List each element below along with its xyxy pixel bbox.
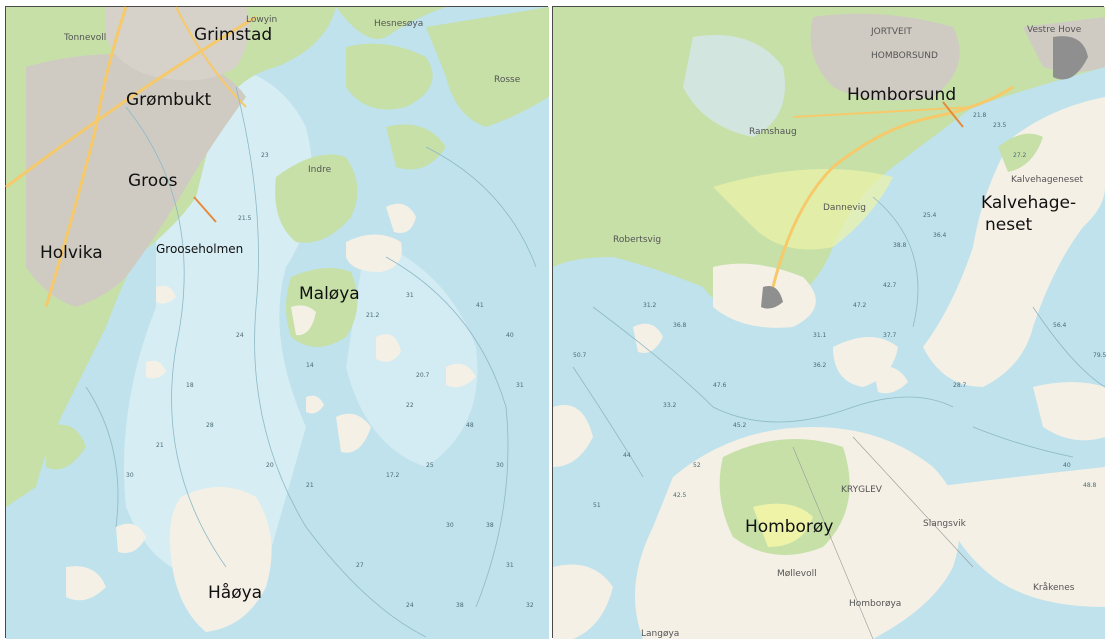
depth-sounding: 14 bbox=[306, 362, 314, 369]
label-haoya: Håøya bbox=[208, 583, 263, 603]
depth-sounding: 23 bbox=[261, 152, 269, 159]
depth-sounding: 36.4 bbox=[933, 232, 947, 239]
depth-sounding: 79.5 bbox=[1093, 352, 1107, 359]
depth-sounding: 31 bbox=[506, 562, 514, 569]
depth-sounding: 48 bbox=[466, 422, 474, 429]
label-maloya: Maløya bbox=[299, 284, 360, 304]
depth-sounding: 38.8 bbox=[893, 242, 907, 249]
label-grombukt: Grømbukt bbox=[126, 90, 212, 110]
small-label-homborsund-caps: HOMBORSUND bbox=[871, 51, 938, 61]
depth-sounding: 28.7 bbox=[953, 382, 967, 389]
depth-sounding: 24 bbox=[236, 332, 244, 339]
depth-sounding: 40 bbox=[1063, 462, 1071, 469]
small-label-ramshaug: Ramshaug bbox=[749, 127, 797, 137]
depth-sounding: 42.5 bbox=[673, 492, 687, 499]
depth-sounding: 17.2 bbox=[386, 472, 400, 479]
depth-sounding: 30 bbox=[496, 462, 504, 469]
map-panel-right[interactable]: 21.8 23.5 27.2 25.4 38.8 36.4 42.7 47.2 31.2 36.8… bbox=[552, 6, 1107, 640]
depth-sounding: 30 bbox=[126, 472, 134, 479]
depth-sounding: 21 bbox=[156, 442, 164, 449]
label-grimstad: Grimstad bbox=[194, 25, 273, 45]
small-label-kalvehageneset-small: Kalvehageneset bbox=[1011, 175, 1084, 185]
depth-sounding: 27 bbox=[356, 562, 364, 569]
depth-sounding: 30 bbox=[446, 522, 454, 529]
label-homboroy: Homborøy bbox=[745, 517, 834, 537]
depth-sounding: 31.1 bbox=[813, 332, 827, 339]
depth-sounding: 56.4 bbox=[1053, 322, 1067, 329]
depth-sounding: 21.8 bbox=[973, 112, 987, 119]
depth-sounding: 47.2 bbox=[853, 302, 867, 309]
label-holvika: Holvika bbox=[40, 243, 103, 263]
label-homborsund: Homborsund bbox=[847, 85, 957, 105]
small-label-dannevig: Dannevig bbox=[823, 203, 866, 213]
depth-sounding: 25 bbox=[426, 462, 434, 469]
depth-sounding: 32 bbox=[526, 602, 534, 609]
depth-sounding: 40 bbox=[506, 332, 514, 339]
depth-sounding: 20.7 bbox=[416, 372, 430, 379]
depth-sounding: 41 bbox=[476, 302, 484, 309]
depth-sounding: 33.2 bbox=[663, 402, 677, 409]
depth-sounding: 20 bbox=[266, 462, 274, 469]
small-label-slangsvik: Slangsvik bbox=[923, 519, 966, 529]
label-kalvehageneset-2: neset bbox=[985, 215, 1033, 235]
small-label-langoya: Langøya bbox=[641, 629, 680, 639]
small-label-kryglev: KRYGLEV bbox=[841, 485, 882, 495]
label-groos: Groos bbox=[128, 171, 178, 191]
depth-sounding: 48.8 bbox=[1083, 482, 1097, 489]
depth-sounding: 36.2 bbox=[813, 362, 827, 369]
small-label-indre: Indre bbox=[308, 165, 332, 175]
depth-sounding: 38 bbox=[486, 522, 494, 529]
small-label-krakenes: Kråkenes bbox=[1033, 583, 1075, 593]
small-label-rosse: Rosse bbox=[494, 75, 521, 85]
depth-sounding: 36.8 bbox=[673, 322, 687, 329]
depth-sounding: 37.7 bbox=[883, 332, 897, 339]
depth-sounding: 47.6 bbox=[713, 382, 727, 389]
depth-sounding: 51 bbox=[593, 502, 601, 509]
small-label-lowyin: Lowyin bbox=[246, 15, 278, 25]
label-kalvehageneset-1: Kalvehage- bbox=[981, 193, 1077, 213]
small-label-robertsvig: Robertsvig bbox=[613, 235, 662, 245]
small-label-tonnevoll: Tonnevoll bbox=[64, 33, 107, 43]
small-label-homboroya: Homborøya bbox=[849, 599, 902, 609]
map-panel-left[interactable]: 21.5 23 14 31 41 40 48 31 28 24 21.2 22 25 30 17.2 20.7… bbox=[5, 6, 549, 639]
depth-sounding: 42.7 bbox=[883, 282, 897, 289]
depth-sounding: 31 bbox=[516, 382, 524, 389]
small-label-hesnes: Hesnesøya bbox=[374, 19, 424, 29]
left-map-canvas: 21.5 23 14 31 41 40 48 31 28 24 21.2 22 25 30 17.2 20.7… bbox=[5, 6, 549, 639]
small-label-hove: Vestre Hove bbox=[1027, 25, 1082, 35]
depth-sounding: 21 bbox=[306, 482, 314, 489]
depth-sounding: 21.5 bbox=[238, 215, 252, 222]
depth-sounding: 22 bbox=[406, 402, 414, 409]
depth-sounding: 27.2 bbox=[1013, 152, 1027, 159]
right-map-canvas: 21.8 23.5 27.2 25.4 38.8 36.4 42.7 47.2 31.2 36.8… bbox=[553, 7, 1107, 640]
label-grooseholmen: Grooseholmen bbox=[156, 242, 244, 256]
depth-sounding: 31.2 bbox=[643, 302, 657, 309]
depth-sounding: 28 bbox=[206, 422, 214, 429]
depth-sounding: 18 bbox=[186, 382, 194, 389]
depth-sounding: 50.7 bbox=[573, 352, 587, 359]
depth-sounding: 45.2 bbox=[733, 422, 747, 429]
depth-sounding: 23.5 bbox=[993, 122, 1007, 129]
small-label-mollevoll: Møllevoll bbox=[777, 569, 817, 579]
depth-sounding: 24 bbox=[406, 602, 414, 609]
depth-sounding: 44 bbox=[623, 452, 631, 459]
depth-sounding: 25.4 bbox=[923, 212, 937, 219]
depth-sounding: 52 bbox=[693, 462, 701, 469]
depth-sounding: 21.2 bbox=[366, 312, 380, 319]
depth-sounding: 38 bbox=[456, 602, 464, 609]
small-label-jortveit: JORTVEIT bbox=[871, 27, 912, 37]
depth-sounding: 31 bbox=[406, 292, 414, 299]
